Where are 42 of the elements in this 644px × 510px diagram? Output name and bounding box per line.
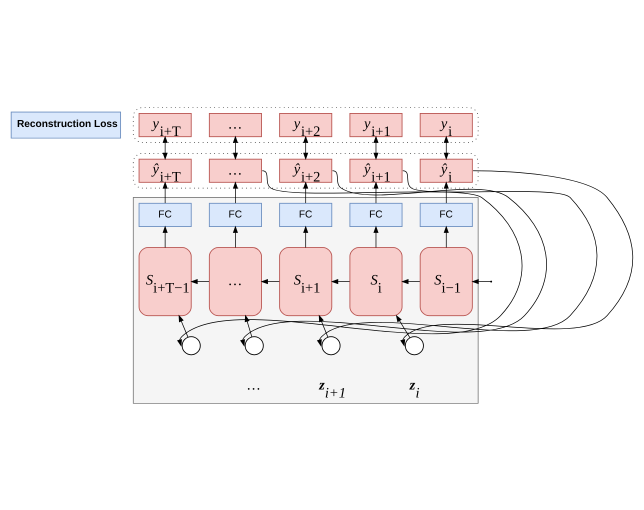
node-box: FC (349, 202, 402, 226)
arrow (401, 278, 420, 284)
arrow (162, 225, 168, 248)
arrow (162, 135, 168, 160)
arrow (373, 225, 379, 248)
arrow (190, 278, 210, 284)
node-circle (244, 336, 264, 355)
node-box: … (208, 246, 262, 316)
arrow (303, 135, 308, 160)
node-box: FC (138, 202, 192, 226)
arrow (373, 180, 379, 203)
arrow (396, 314, 410, 338)
node-box: FC (279, 202, 332, 226)
node-label: … (247, 377, 260, 394)
arrow (303, 225, 308, 248)
arrow (240, 170, 547, 346)
arrow (444, 135, 449, 160)
arrow (244, 314, 252, 337)
arrow (316, 170, 598, 346)
arrow (400, 170, 634, 346)
node-box: FC (420, 202, 473, 226)
arrow (444, 180, 449, 203)
arrow (444, 225, 449, 248)
arrow (330, 278, 350, 284)
arrow (373, 135, 379, 160)
node-box: … (208, 112, 262, 137)
arrow (303, 180, 308, 203)
arrow (318, 314, 328, 338)
arrow (232, 135, 238, 160)
node-circle (322, 336, 341, 355)
arrow (471, 278, 491, 284)
arrow (232, 225, 238, 248)
node-box: … (208, 158, 262, 182)
node-box: Reconstruction Loss (10, 111, 122, 138)
node-circle (404, 336, 424, 355)
node-box: FC (208, 202, 262, 226)
arrow (232, 180, 238, 203)
arrow (260, 278, 280, 284)
node-circle (182, 336, 201, 355)
arrow (162, 180, 168, 203)
arrow (177, 170, 522, 346)
arrow (178, 314, 188, 338)
